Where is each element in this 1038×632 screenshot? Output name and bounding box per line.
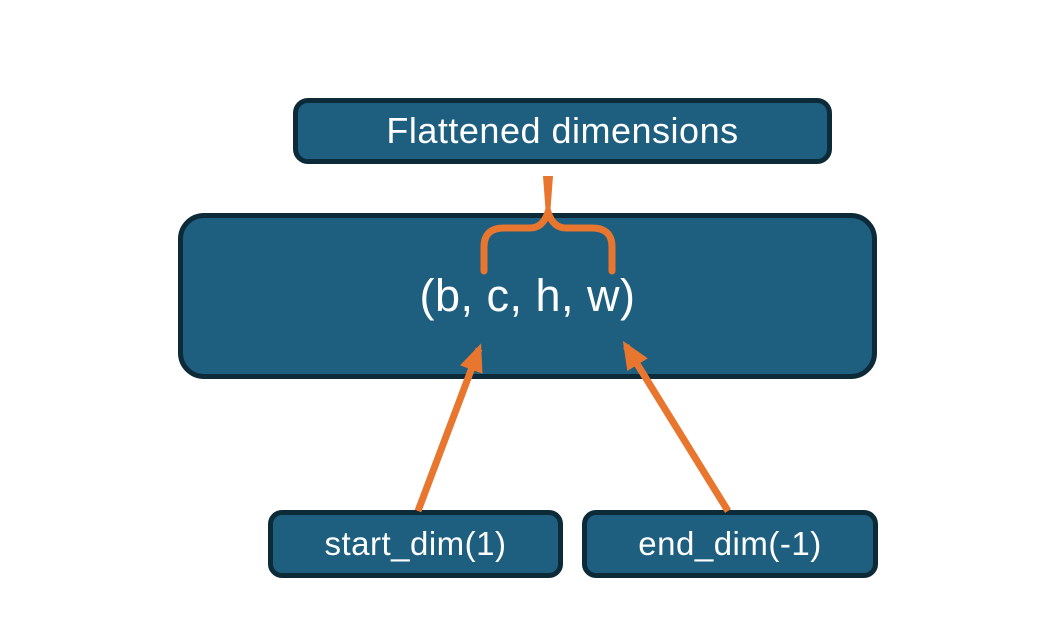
tensor-shape-box: (b, c, h, w)	[178, 213, 877, 379]
end-dim-label: end_dim(-1)	[638, 525, 822, 562]
start-dim-box: start_dim(1)	[268, 510, 563, 578]
flattened-dimensions-label: Flattened dimensions	[386, 110, 739, 151]
tensor-shape-label: (b, c, h, w)	[419, 270, 636, 321]
end-dim-box: end_dim(-1)	[582, 510, 878, 578]
flattened-dimensions-box: Flattened dimensions	[293, 98, 832, 164]
brace-stem	[543, 176, 553, 216]
start-dim-label: start_dim(1)	[324, 525, 507, 562]
